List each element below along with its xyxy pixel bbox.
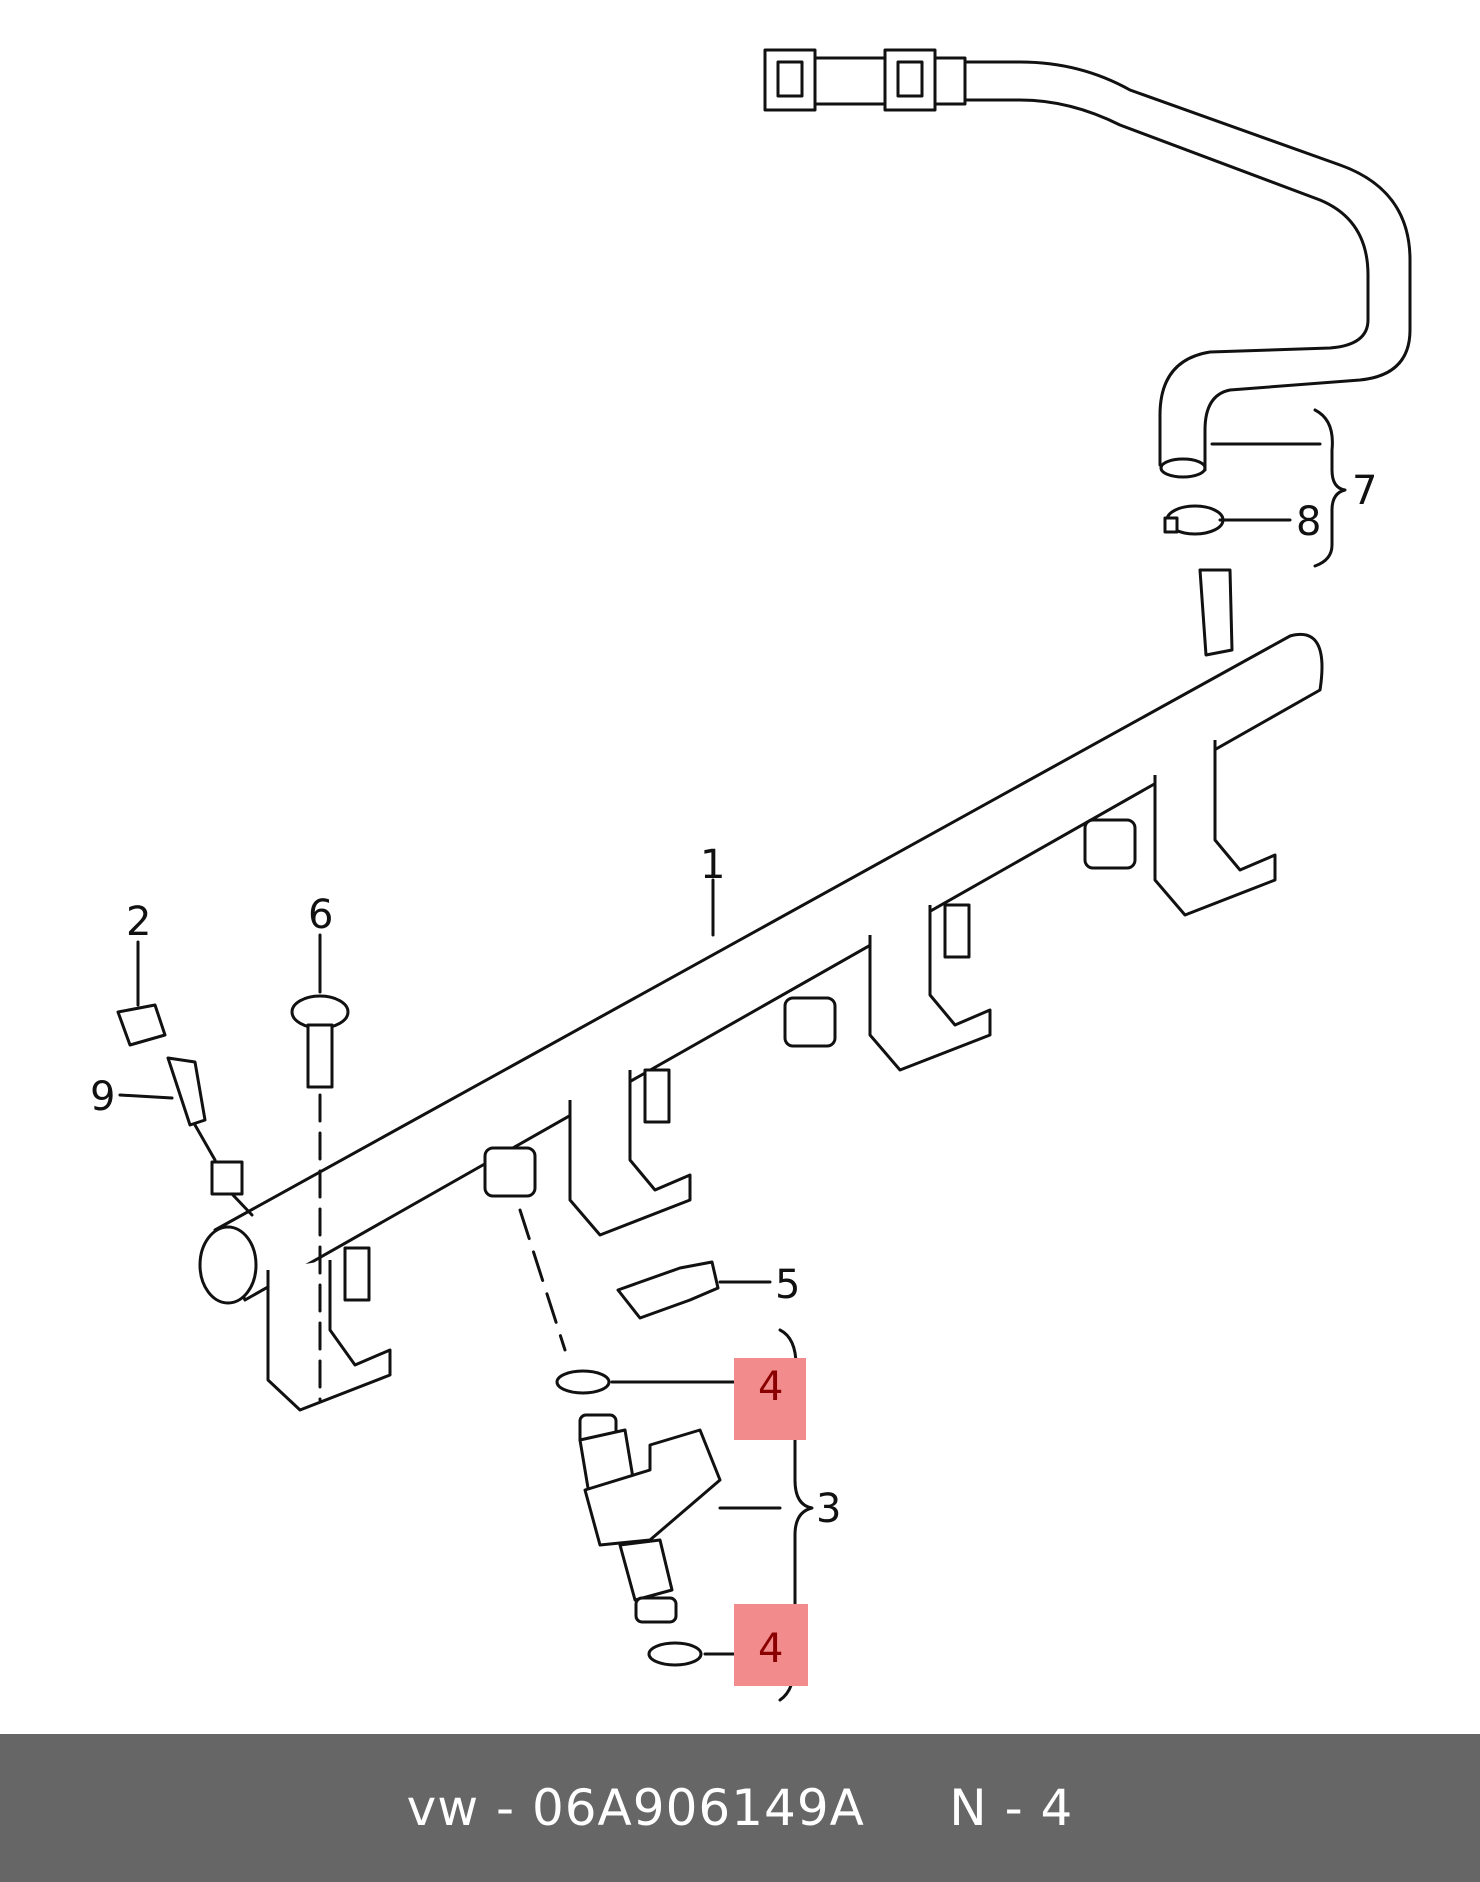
fuel-hose: [763, 48, 1412, 479]
leader-lines: [118, 408, 1347, 1702]
fuel-rail-parts-diagram: 1 2 3 4 4 5 6 7 8 9: [90, 48, 1412, 1702]
callout-4-upper: 4: [758, 1364, 783, 1410]
callout-7: 7: [1352, 468, 1377, 514]
schrader-valve: [166, 1056, 217, 1162]
highlight-4-upper: [734, 1358, 806, 1440]
part-number-text: vw - 06A906149A N - 4: [406, 1779, 1074, 1837]
callout-2: 2: [126, 899, 151, 945]
rail-nipple: [1198, 568, 1234, 657]
callout-4-lower: 4: [758, 1626, 783, 1672]
callout-1: 1: [700, 842, 725, 888]
mounting-bolt: [290, 994, 350, 1402]
retaining-clip: [616, 1260, 720, 1320]
fuel-injector: [518, 1208, 722, 1667]
callout-9: 9: [90, 1074, 115, 1120]
callout-6: 6: [308, 892, 333, 938]
callout-3: 3: [816, 1486, 841, 1532]
callout-8: 8: [1296, 499, 1321, 545]
highlight-4-lower: [734, 1604, 808, 1686]
hose-clamp: [1163, 504, 1225, 536]
callout-5: 5: [775, 1262, 800, 1308]
part-number-footer: vw - 06A906149A N - 4: [0, 1734, 1480, 1882]
valve-cap: [116, 1003, 167, 1047]
fuel-rail: [198, 633, 1324, 1412]
